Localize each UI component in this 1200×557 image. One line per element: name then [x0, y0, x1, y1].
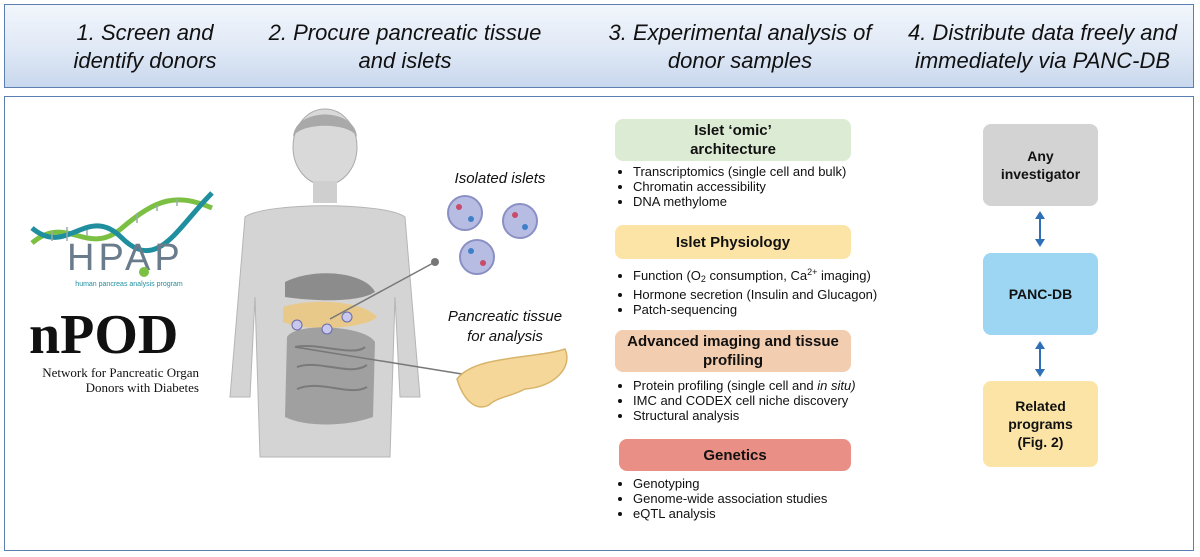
- list-item: Chromatin accessibility: [633, 179, 883, 194]
- related-line2: programs: [1008, 416, 1073, 432]
- list-item: Function (O2 consumption, Ca2+ imaging): [633, 265, 923, 287]
- hpap-dot: [139, 267, 149, 277]
- omic-title-line1: Islet ‘omic’: [694, 122, 772, 139]
- list-item: Protein profiling (single cell and in si…: [633, 378, 913, 393]
- step-1: 1. Screen and identify donors: [45, 19, 245, 75]
- npod-logo: nPOD Network for Pancreatic Organ Donors…: [25, 305, 200, 401]
- step-3-line2: donor samples: [667, 48, 813, 73]
- pancreas-shape: [456, 348, 568, 408]
- step-1-line1: 1. Screen and: [76, 20, 214, 45]
- hpap-logo: HPAP human pancreas analysis program: [27, 183, 217, 293]
- function-text-c: imaging): [817, 268, 871, 283]
- step-2: 2. Procure pancreatic tissue and islets: [250, 19, 560, 75]
- islet-cluster: [447, 195, 538, 275]
- genetics-title: Genetics: [703, 446, 767, 464]
- protein-profiling-text: Protein profiling (single cell and: [633, 378, 818, 393]
- steps-header: 1. Screen and identify donors 2. Procure…: [4, 4, 1194, 88]
- step-3: 3. Experimental analysis of donor sample…: [590, 19, 890, 75]
- npod-line1: Network for Pancreatic Organ: [42, 365, 199, 380]
- investigator-line1: Any: [1027, 148, 1054, 164]
- ca-superscript: 2+: [807, 267, 818, 277]
- function-text-b: consumption, Ca: [705, 268, 808, 283]
- double-arrow-icon: [1035, 341, 1045, 377]
- investigator-line2: investigator: [1000, 166, 1081, 182]
- related-line3: (Fig. 2): [1017, 434, 1064, 450]
- genetics-box: Genetics: [619, 439, 851, 471]
- list-item: Genome-wide association studies: [633, 491, 893, 506]
- panc-db-label: PANC-DB: [1008, 286, 1073, 302]
- list-item: Genotyping: [633, 476, 893, 491]
- physiology-list: Function (O2 consumption, Ca2+ imaging) …: [615, 265, 923, 317]
- panc-db-box: PANC-DB: [983, 253, 1098, 335]
- list-item: Transcriptomics (single cell and bulk): [633, 164, 883, 179]
- list-item: Hormone secretion (Insulin and Glucagon): [633, 287, 923, 302]
- step-4-line2: immediately via PANC-DB: [914, 48, 1171, 73]
- double-arrow-icon: [1035, 211, 1045, 247]
- genetics-list: Genotyping Genome-wide association studi…: [615, 476, 893, 521]
- list-item: eQTL analysis: [633, 506, 893, 521]
- step-4-line1: 4. Distribute data freely and: [907, 20, 1178, 45]
- main-panel: HPAP human pancreas analysis program nPO…: [4, 96, 1194, 551]
- hpap-wordmark: HPAP: [67, 237, 184, 279]
- list-item: IMC and CODEX cell niche discovery: [633, 393, 913, 408]
- npod-line2: Donors with Diabetes: [85, 380, 199, 395]
- imaging-title-line2: profiling: [703, 352, 763, 369]
- step-2-line2: and islets: [358, 48, 452, 73]
- step-3-line1: 3. Experimental analysis of: [608, 20, 872, 45]
- tissue-label-line2: for analysis: [467, 328, 543, 345]
- related-line1: Related: [1015, 398, 1066, 414]
- imaging-list: Protein profiling (single cell and in si…: [615, 378, 913, 423]
- human-body-illustration: [229, 108, 568, 458]
- isolated-islets-label: Isolated islets: [454, 170, 546, 187]
- related-programs-box: Related programs (Fig. 2): [983, 381, 1098, 467]
- step-2-line1: 2. Procure pancreatic tissue: [268, 20, 542, 45]
- advanced-imaging-box: Advanced imaging and tissue profiling: [615, 330, 851, 372]
- any-investigator-box: Any investigator: [983, 124, 1098, 206]
- in-situ-text: in situ): [817, 378, 856, 393]
- list-item: Patch-sequencing: [633, 302, 923, 317]
- o2-subscript: 2: [700, 274, 706, 284]
- list-item: Structural analysis: [633, 408, 913, 423]
- omic-list: Transcriptomics (single cell and bulk) C…: [615, 164, 883, 209]
- imaging-title-line1: Advanced imaging and tissue: [627, 333, 839, 350]
- physiology-title: Islet Physiology: [675, 233, 791, 251]
- omic-architecture-box: Islet ‘omic’ architecture: [615, 119, 851, 161]
- dna-helix-icon: [30, 191, 214, 254]
- list-item: DNA methylome: [633, 194, 883, 209]
- omic-title-line2: architecture: [690, 141, 776, 158]
- step-4: 4. Distribute data freely and immediatel…: [890, 19, 1195, 75]
- islet-physiology-box: Islet Physiology: [615, 225, 851, 259]
- step-1-line2: identify donors: [73, 48, 217, 73]
- function-text-a: Function (O: [633, 268, 701, 283]
- tissue-label-line1: Pancreatic tissue: [447, 308, 563, 325]
- npod-wordmark: nPOD: [29, 304, 179, 366]
- hpap-tagline: human pancreas analysis program: [75, 281, 183, 288]
